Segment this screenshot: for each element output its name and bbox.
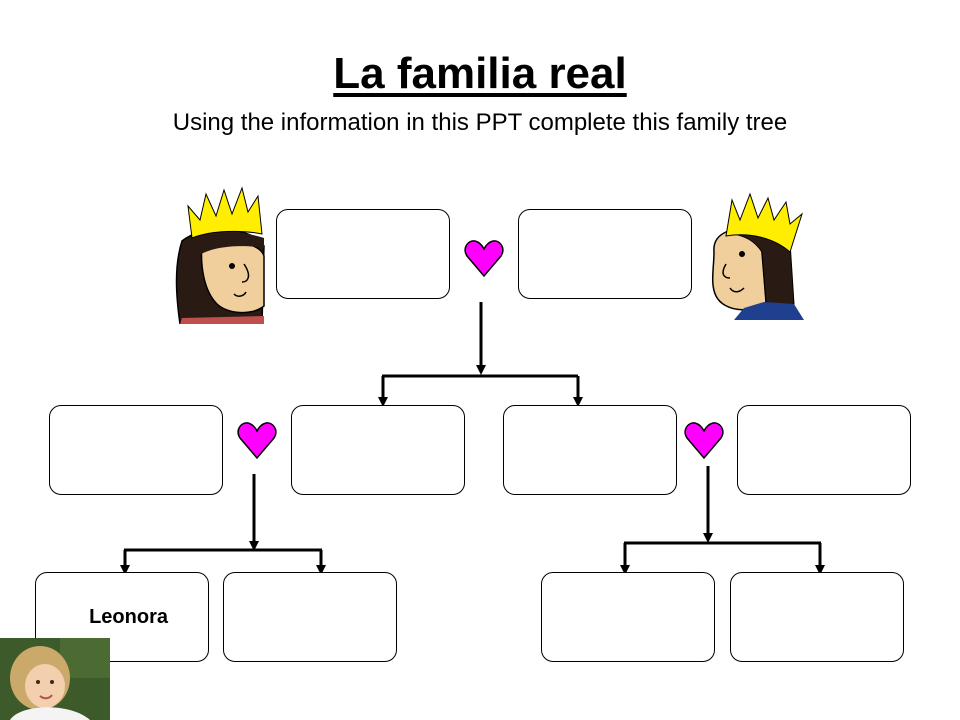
child2-spouse-box[interactable] bbox=[737, 405, 911, 495]
grandmother-box[interactable] bbox=[276, 209, 450, 299]
grandchild3-box[interactable] bbox=[541, 572, 715, 662]
page-title: La familia real bbox=[333, 49, 627, 98]
king-illustration bbox=[711, 192, 804, 320]
page-subtitle: Using the information in this PPT comple… bbox=[172, 109, 788, 136]
queen-illustration bbox=[175, 186, 265, 324]
grandfather-box[interactable] bbox=[518, 209, 692, 299]
heart-icon bbox=[237, 422, 277, 460]
child1-spouse-box[interactable] bbox=[49, 405, 223, 495]
child-photo bbox=[0, 638, 110, 720]
grandchild2-box[interactable] bbox=[223, 572, 397, 662]
heart-icon bbox=[464, 240, 504, 278]
grandchild4-box[interactable] bbox=[730, 572, 904, 662]
child2-box[interactable] bbox=[503, 405, 677, 495]
child1-box[interactable] bbox=[291, 405, 465, 495]
heart-icon bbox=[684, 422, 724, 460]
